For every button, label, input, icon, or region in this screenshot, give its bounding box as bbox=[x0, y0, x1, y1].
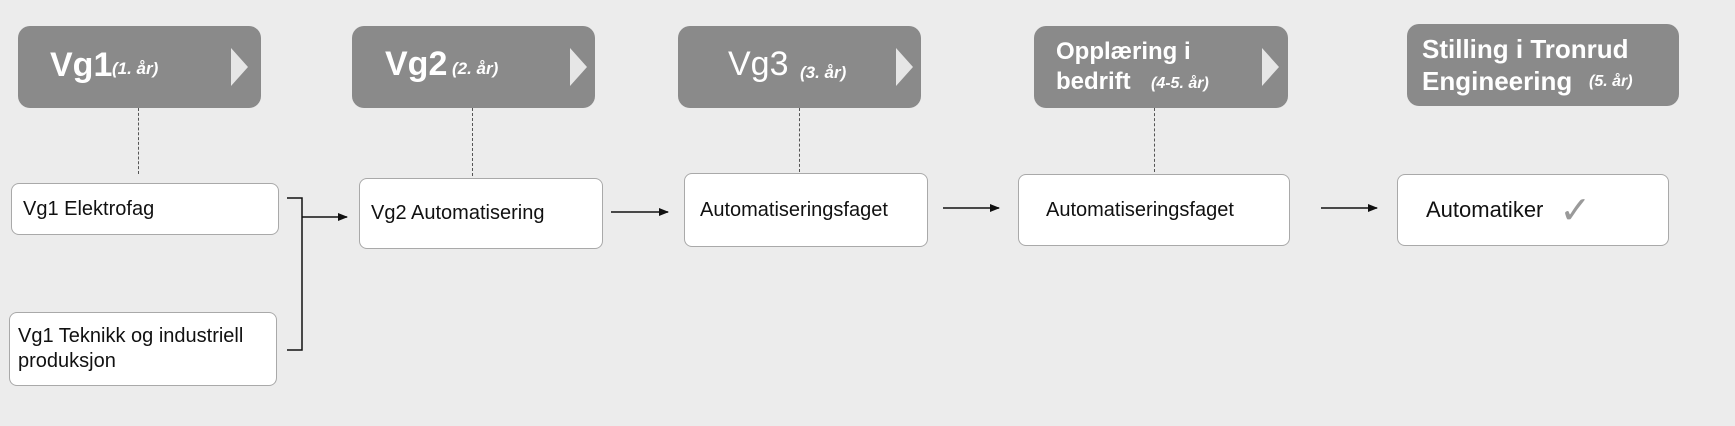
chevron-right-icon bbox=[570, 48, 587, 86]
dashed-connector bbox=[472, 108, 473, 176]
box-label-line2: produksjon bbox=[18, 350, 116, 372]
dashed-connector bbox=[799, 108, 800, 172]
box-label-line1: Vg1 Teknikk og industriell bbox=[18, 325, 244, 347]
checkmark-icon: ✓ bbox=[1559, 189, 1592, 232]
stage-title-line2: bedrift bbox=[1056, 68, 1131, 95]
box-vg1-elektrofag: Vg1 Elektrofag bbox=[11, 183, 279, 235]
stage-header-stilling: Stilling i Tronrud Engineering (5. år) bbox=[1407, 24, 1679, 106]
stage-title: Vg1 bbox=[50, 46, 113, 84]
stage-title-line2: Engineering bbox=[1422, 66, 1573, 96]
stage-year: (4-5. år) bbox=[1151, 75, 1209, 92]
box-vg2-automatisering: Vg2 Automatisering bbox=[359, 178, 603, 249]
stage-header-vg1: Vg1 (1. år) bbox=[18, 26, 261, 108]
box-vg3-automatiseringsfaget: Automatiseringsfaget bbox=[684, 173, 928, 247]
chevron-right-icon bbox=[231, 48, 248, 86]
stage-title: Vg3 bbox=[728, 45, 789, 83]
merge-bracket bbox=[287, 197, 303, 351]
stage-year: (2. år) bbox=[452, 59, 499, 78]
box-vg1-teknikk-industriell: Vg1 Teknikk og industriell produksjon bbox=[9, 312, 277, 386]
box-label: Vg2 Automatisering bbox=[371, 202, 545, 224]
chevron-right-icon bbox=[896, 48, 913, 86]
box-label: Vg1 Elektrofag bbox=[23, 197, 155, 220]
box-label: Automatiseringsfaget bbox=[1046, 198, 1234, 221]
dashed-connector bbox=[138, 108, 139, 174]
box-automatiker: Automatiker ✓ bbox=[1397, 174, 1669, 246]
stage-header-bedrift: Opplæring i bedrift (4-5. år) bbox=[1034, 26, 1288, 108]
stage-year: (1. år) bbox=[112, 59, 159, 78]
stage-header-vg2: Vg2 (2. år) bbox=[352, 26, 595, 108]
box-label: Automatiker bbox=[1426, 197, 1544, 222]
dashed-connector bbox=[1154, 108, 1155, 172]
stage-year: (3. år) bbox=[800, 63, 847, 82]
stage-title: Vg2 bbox=[385, 45, 448, 83]
stage-year: (5. år) bbox=[1589, 73, 1633, 90]
stage-header-vg3: Vg3 (3. år) bbox=[678, 26, 921, 108]
chevron-right-icon bbox=[1262, 48, 1279, 86]
box-label: Automatiseringsfaget bbox=[700, 198, 888, 221]
box-bedrift-automatiseringsfaget: Automatiseringsfaget bbox=[1018, 174, 1290, 246]
stage-title-line1: Stilling i Tronrud bbox=[1422, 34, 1629, 64]
stage-title-line1: Opplæring i bbox=[1056, 38, 1191, 65]
